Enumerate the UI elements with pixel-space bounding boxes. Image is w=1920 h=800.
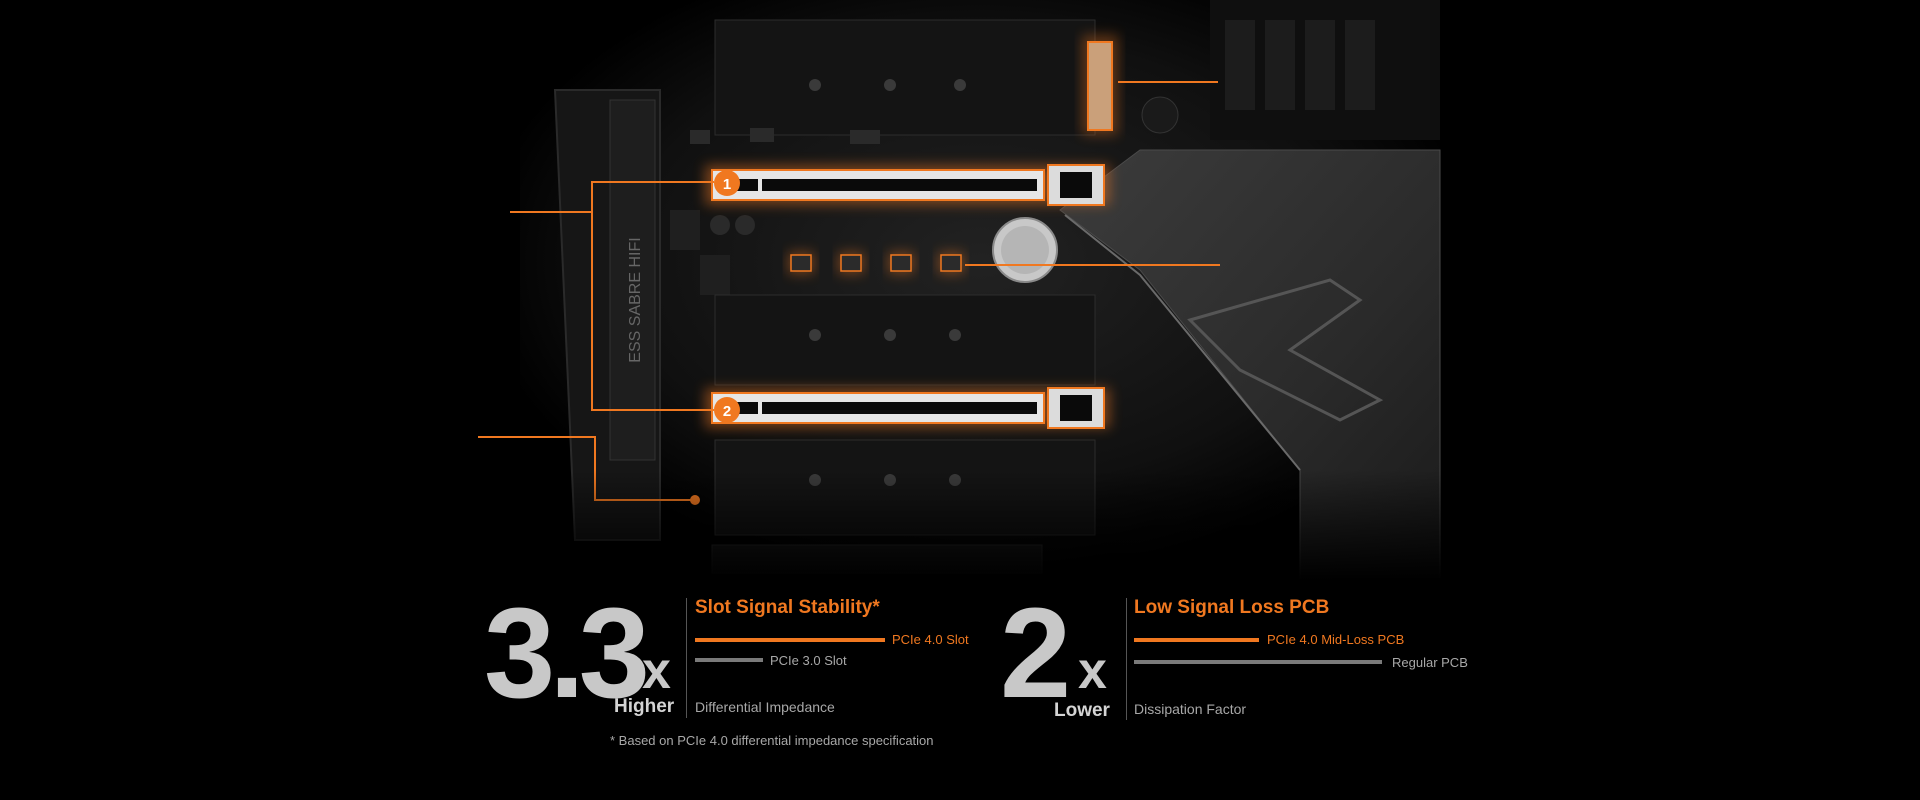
component bbox=[850, 130, 880, 144]
component bbox=[670, 210, 700, 250]
stat-caption: Dissipation Factor bbox=[1134, 701, 1247, 717]
stat-number: 2 bbox=[1000, 582, 1071, 725]
m2-heatsink-top bbox=[714, 19, 1096, 136]
silkscreen-label: ESS SABRE HIFI bbox=[627, 237, 644, 362]
marker-2: 2 bbox=[714, 397, 740, 423]
stat-suffix: x bbox=[642, 642, 671, 700]
screw-icon bbox=[954, 79, 966, 91]
vrm-choke bbox=[1265, 20, 1295, 110]
divider bbox=[1126, 598, 1127, 720]
heatsink-edge bbox=[1064, 214, 1301, 471]
bar-label-highlight: PCIe 4.0 Mid-Loss PCB bbox=[1267, 632, 1405, 647]
m2-connector bbox=[1087, 41, 1113, 131]
vrm-choke bbox=[1345, 20, 1375, 110]
footnote: * Based on PCIe 4.0 differential impedan… bbox=[610, 733, 934, 748]
capacitor bbox=[735, 215, 755, 235]
fade-overlay bbox=[0, 470, 1920, 580]
vrm-choke bbox=[1305, 20, 1335, 110]
screw-icon bbox=[809, 79, 821, 91]
vrm-choke bbox=[1225, 20, 1255, 110]
motherboard-illustration: ESS SABRE HIFI bbox=[0, 0, 1920, 580]
stat-heading: Low Signal Loss PCB bbox=[1134, 597, 1330, 618]
screw-icon bbox=[809, 329, 821, 341]
stat-heading: Slot Signal Stability* bbox=[695, 597, 880, 618]
callout-lines bbox=[478, 81, 1220, 501]
audio-shield bbox=[609, 99, 656, 461]
screw-icon bbox=[884, 329, 896, 341]
fan-header bbox=[1141, 96, 1179, 134]
callout-left-bracket bbox=[591, 182, 714, 411]
bar-highlight bbox=[1134, 638, 1259, 642]
component bbox=[690, 130, 710, 144]
bar-label-regular: Regular PCB bbox=[1392, 655, 1468, 670]
bar-label-highlight: PCIe 4.0 Slot bbox=[892, 632, 969, 647]
cmos-battery-inner bbox=[1001, 226, 1049, 274]
component bbox=[700, 255, 730, 295]
divider bbox=[686, 598, 687, 718]
marker-1: 1 bbox=[714, 170, 740, 196]
bar-regular bbox=[695, 658, 763, 662]
stat-suffix: x bbox=[1078, 642, 1107, 700]
marker-1-label: 1 bbox=[723, 176, 731, 193]
capacitor bbox=[710, 215, 730, 235]
stat-caption: Differential Impedance bbox=[695, 699, 835, 715]
component bbox=[750, 128, 774, 142]
pcie-slot-2 bbox=[705, 387, 1110, 429]
marker-2-label: 2 bbox=[723, 403, 731, 420]
screw-icon bbox=[949, 329, 961, 341]
bar-highlight bbox=[695, 638, 885, 642]
stat-word: Higher bbox=[614, 696, 675, 717]
bar-regular bbox=[1134, 660, 1382, 664]
stat-word: Lower bbox=[1054, 700, 1110, 721]
bar-label-regular: PCIe 3.0 Slot bbox=[770, 653, 847, 668]
eagle-logo bbox=[1187, 278, 1384, 422]
m2-heatsink-middle bbox=[714, 294, 1096, 386]
signal-chips bbox=[788, 252, 964, 274]
stat-number: 3.3 bbox=[484, 582, 650, 725]
pcie-slot-1 bbox=[705, 164, 1110, 206]
screw-icon bbox=[884, 79, 896, 91]
